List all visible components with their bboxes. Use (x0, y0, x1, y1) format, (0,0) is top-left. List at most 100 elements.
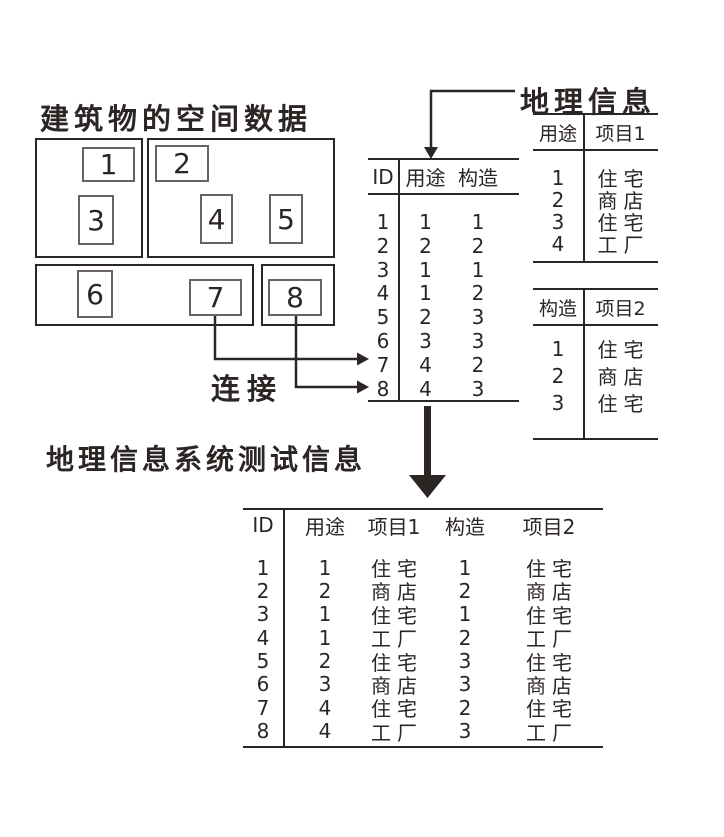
geo-info-arrowhead-icon (424, 147, 438, 159)
cell: 工厂 (526, 720, 578, 745)
cell: 2 (318, 578, 332, 603)
attribute-table-bottom-rule (368, 400, 519, 403)
col-use: 用途 (538, 122, 577, 145)
cell: 工厂 (371, 720, 423, 745)
result-table-header: ID 用途 项目1 构造 项目2 (243, 510, 603, 540)
table-row: 6 3 3 (368, 329, 519, 353)
cell: 住宅 (526, 603, 578, 628)
cell: 8 (256, 719, 270, 744)
attribute-table-header-rule (368, 193, 519, 195)
cell: 2 (471, 352, 485, 377)
cell: 住宅 (371, 697, 423, 722)
cell: 3 (458, 649, 472, 674)
cell: 3 (471, 328, 485, 353)
cell: 工厂 (597, 233, 650, 257)
cell: 3 (256, 602, 270, 627)
building-6: 6 (77, 270, 113, 318)
building-5-label: 5 (277, 202, 295, 236)
col-structure: 构造 (445, 514, 485, 539)
cell: 6 (256, 672, 270, 697)
result-title: 地理信息系统测试信息 (46, 443, 367, 476)
cell: 工厂 (526, 627, 578, 652)
parcel-top-right (147, 138, 335, 258)
building-4: 4 (200, 194, 233, 244)
cell: 2 (419, 305, 432, 330)
merge-arrowhead-icon (409, 475, 446, 498)
building-2: 2 (155, 145, 209, 182)
cell: 7 (376, 352, 390, 377)
cell: 3 (551, 390, 565, 415)
cell: 3 (551, 209, 565, 234)
cell: 2 (376, 233, 390, 258)
cell: 1 (551, 336, 565, 361)
cell: 住宅 (371, 650, 423, 675)
cell: 商店 (526, 673, 578, 698)
structure-lookup-separator (583, 288, 585, 440)
col-item2: 项目2 (522, 514, 576, 539)
cell: 1 (318, 555, 332, 580)
result-table-id-separator (283, 508, 285, 749)
cell: 2 (458, 578, 472, 603)
cell: 6 (376, 328, 390, 353)
cell: 1 (458, 555, 472, 580)
cell: 4 (256, 625, 270, 650)
cell: 2 (256, 578, 270, 603)
structure-lookup-top-rule (533, 288, 658, 290)
cell: 1 (419, 210, 432, 234)
use-lookup-bottom-rule (533, 261, 658, 263)
cell: 3 (376, 257, 390, 282)
cell: 2 (318, 649, 332, 674)
use-lookup-separator (583, 113, 585, 263)
attribute-table-top-rule (368, 158, 519, 160)
parcel-bottom-right (261, 264, 335, 326)
col-use: 用途 (405, 166, 446, 190)
cell: 2 (471, 233, 485, 258)
building-7: 7 (189, 279, 242, 316)
cell: 1 (318, 602, 332, 627)
cell: 1 (458, 602, 472, 627)
building-2-label: 2 (173, 147, 191, 180)
cell: 2 (419, 233, 432, 258)
building-8: 8 (268, 279, 322, 316)
col-structure: 构造 (458, 166, 498, 190)
col-structure: 构造 (538, 297, 577, 320)
use-lookup-header-rule (533, 149, 658, 151)
cell: 3 (471, 376, 485, 401)
cell: 商店 (371, 580, 423, 605)
cell: 住宅 (371, 603, 423, 628)
structure-lookup-header: 构造 项目2 (533, 290, 658, 324)
cell: 1 (376, 210, 390, 234)
merge-arrow-shaft (424, 406, 431, 477)
cell: 3 (419, 328, 432, 353)
cell: 5 (376, 305, 390, 330)
building-5: 5 (269, 194, 303, 244)
structure-lookup-bottom-rule (533, 438, 658, 440)
cell: 7 (256, 695, 270, 720)
result-table-top-rule (243, 508, 603, 510)
cell: 商店 (526, 580, 578, 605)
table-row: 2 2 商店 2 商店 (243, 576, 603, 605)
parcel-top-left (35, 138, 143, 258)
cell: 3 (458, 719, 472, 744)
